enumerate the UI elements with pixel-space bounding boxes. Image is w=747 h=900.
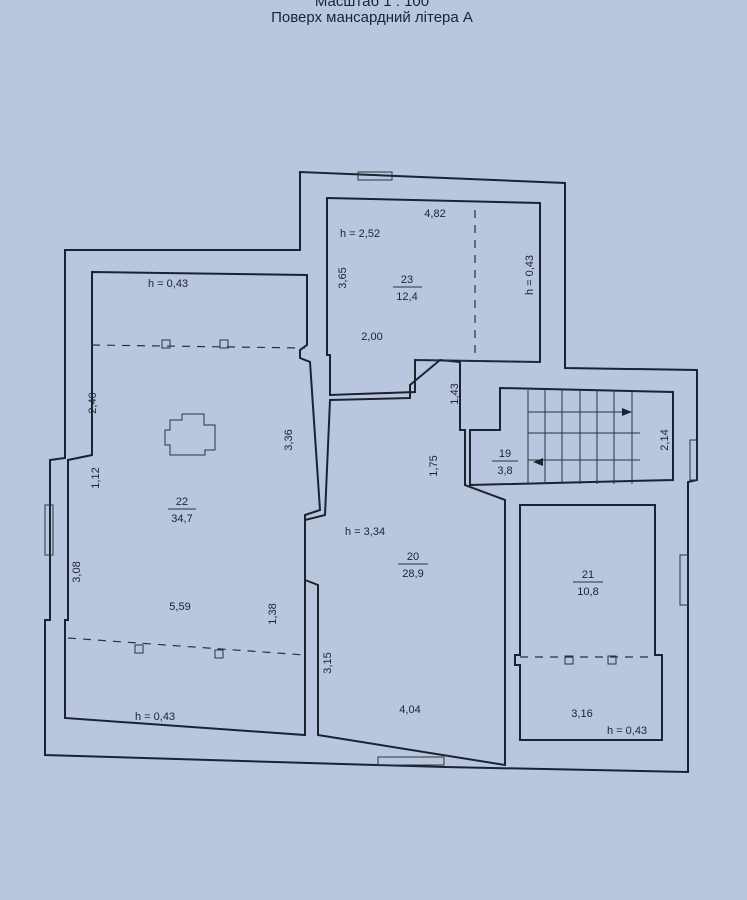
svg-text:2,14: 2,14 bbox=[659, 429, 671, 450]
svg-text:1,43: 1,43 bbox=[449, 383, 461, 404]
svg-text:3,15: 3,15 bbox=[322, 652, 334, 673]
svg-text:h = 0,43: h = 0,43 bbox=[607, 725, 647, 737]
room-19-area: 3,8 bbox=[497, 465, 512, 477]
room-21-number: 21 bbox=[582, 569, 594, 581]
stairs bbox=[527, 390, 640, 484]
room-20-area: 28,9 bbox=[402, 568, 423, 580]
room-23-area: 12,4 bbox=[396, 291, 417, 303]
svg-text:h = 0,43: h = 0,43 bbox=[148, 278, 188, 290]
windows bbox=[44, 171, 698, 766]
svg-text:4,04: 4,04 bbox=[399, 704, 420, 716]
room-23-number: 23 bbox=[401, 274, 413, 286]
room-21-outline bbox=[514, 504, 663, 741]
svg-text:h = 2,52: h = 2,52 bbox=[340, 228, 380, 240]
svg-text:h = 0,43: h = 0,43 bbox=[135, 711, 175, 723]
svg-text:3,36: 3,36 bbox=[283, 429, 295, 450]
svg-text:3,08: 3,08 bbox=[71, 561, 83, 582]
svg-text:4,82: 4,82 bbox=[424, 208, 445, 220]
svg-text:3,65: 3,65 bbox=[337, 267, 349, 288]
room-20-number: 20 bbox=[407, 551, 419, 563]
room-20-outline bbox=[304, 358, 506, 767]
roof-lines bbox=[67, 210, 655, 665]
svg-text:1,38: 1,38 bbox=[267, 603, 279, 624]
room-23-outline bbox=[326, 196, 541, 397]
dimension-labels: 4,82 h = 2,52 3,65 2,00 h = 0,43 h = 0,4… bbox=[71, 208, 671, 737]
room-22-outline bbox=[64, 270, 322, 737]
room-22-area: 34,7 bbox=[171, 513, 192, 525]
room-22-number: 22 bbox=[176, 496, 188, 508]
svg-text:3,16: 3,16 bbox=[571, 708, 592, 720]
plan-title: Поверх мансардний літера А bbox=[271, 9, 473, 26]
room-19-outline bbox=[469, 386, 674, 487]
svg-text:h = 0,43: h = 0,43 bbox=[524, 255, 536, 295]
room-21-area: 10,8 bbox=[577, 586, 598, 598]
svg-text:h = 3,34: h = 3,34 bbox=[345, 526, 385, 538]
svg-text:1,75: 1,75 bbox=[428, 455, 440, 476]
svg-text:5,59: 5,59 bbox=[169, 601, 190, 613]
outer-wall bbox=[44, 170, 698, 774]
svg-text:1,12: 1,12 bbox=[90, 467, 102, 488]
svg-text:2,40: 2,40 bbox=[87, 392, 99, 413]
room-labels: 22 34,7 23 12,4 20 28,9 19 3,8 21 10,8 bbox=[168, 274, 603, 598]
svg-text:2,00: 2,00 bbox=[361, 331, 382, 343]
room-19-number: 19 bbox=[499, 448, 511, 460]
scale-label: Масштаб 1 : 100 bbox=[315, 0, 429, 10]
